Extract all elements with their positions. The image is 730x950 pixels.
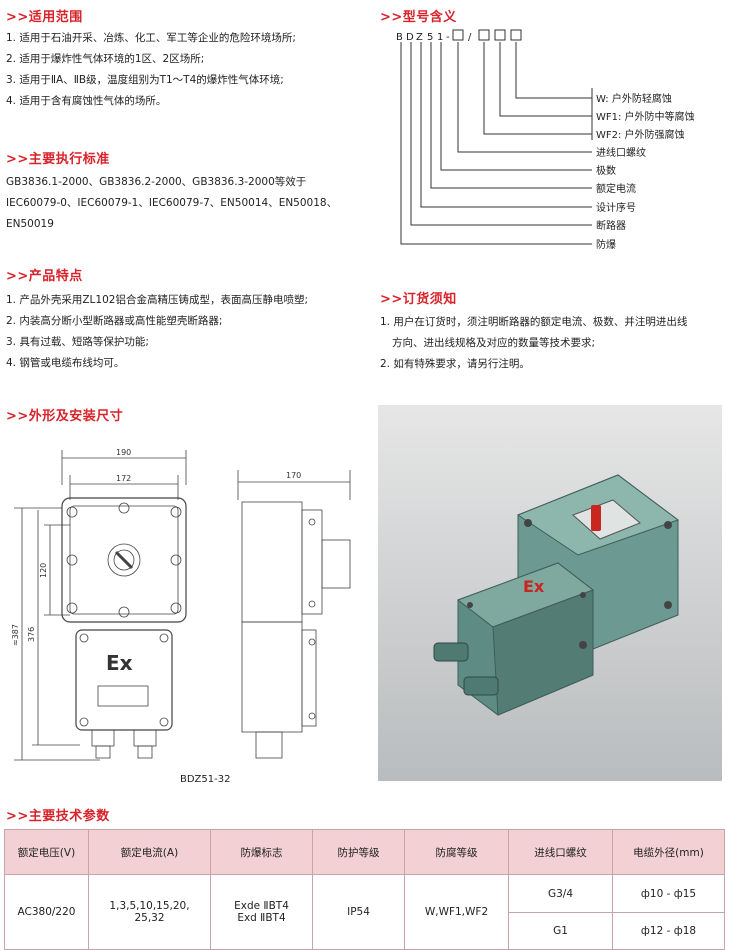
list-item: 2. 适用于爆炸性气体环境的1区、2区场所; bbox=[6, 53, 205, 65]
features-list: 1. 产品外壳采用ZL102铝合金高精压铸成型，表面高压静电喷塑; 2. 内装高… bbox=[6, 290, 308, 374]
marking-cell: Exde ⅡBT4 Exd ⅡBT4 bbox=[210, 874, 313, 950]
ordering-heading: >>订货须知 bbox=[380, 292, 457, 307]
features-heading: >>产品特点 bbox=[6, 269, 83, 284]
column-header: 防护等级 bbox=[312, 829, 405, 875]
thread-cell: G3/4 bbox=[508, 874, 613, 913]
column-header: 电缆外径(mm) bbox=[612, 829, 725, 875]
model-heading: >>型号含义 bbox=[380, 10, 457, 25]
dim-190: 190 bbox=[116, 448, 131, 457]
dim-120: 120 bbox=[39, 563, 48, 578]
current-cell: 1,3,5,10,15,20, 25,32 bbox=[88, 874, 211, 950]
column-header: 防腐等级 bbox=[404, 829, 509, 875]
dim-170: 170 bbox=[286, 471, 301, 480]
cable-cell: ф10 - ф15 bbox=[612, 874, 725, 913]
code-slash: / bbox=[468, 32, 472, 43]
standards-heading: >>主要执行标准 bbox=[6, 152, 110, 167]
corrosion-cell: W,WF1,WF2 bbox=[404, 874, 509, 950]
code-letter: 5 bbox=[427, 32, 433, 43]
standards-line: GB3836.1-2000、GB3836.2-2000、GB3836.3-200… bbox=[6, 176, 307, 188]
scope-list: 1. 适用于石油开采、冶炼、化工、军工等企业的危险环境场所; 2. 适用于爆炸性… bbox=[6, 28, 296, 112]
ordering-line: 1. 用户在订货时，须注明断路器的额定电流、极数、并注明进出线 bbox=[380, 316, 688, 328]
label-design: 设计序号 bbox=[596, 201, 636, 214]
list-item: 1. 产品外壳采用ZL102铝合金高精压铸成型，表面高压静电喷塑; bbox=[6, 294, 308, 306]
column-header: 额定电压(V) bbox=[4, 829, 89, 875]
list-item: 3. 适用于ⅡA、ⅡB级，温度组别为T1～T4的爆炸性气体环境; bbox=[6, 74, 284, 86]
code-letter: Z bbox=[416, 32, 423, 43]
drawing-caption: BDZ51-32 bbox=[180, 774, 230, 785]
standards-line: IEC60079-0、IEC60079-1、IEC60079-7、EN50014… bbox=[6, 197, 338, 209]
list-item: 4. 适用于含有腐蚀性气体的场所。 bbox=[6, 95, 167, 107]
code-letter: D bbox=[406, 32, 414, 43]
table-row: G1 ф12 - ф18 bbox=[5, 912, 725, 950]
standards-text: GB3836.1-2000、GB3836.2-2000、GB3836.3-200… bbox=[6, 172, 337, 235]
label-wf2: WF2: 户外防强腐蚀 bbox=[596, 128, 685, 141]
label-thread: 进线口螺纹 bbox=[596, 146, 646, 159]
voltage-cell: AC380/220 bbox=[4, 874, 89, 950]
scope-heading: >>适用范围 bbox=[6, 10, 83, 25]
ordering-line: 2. 如有特殊要求，请另行注明。 bbox=[380, 358, 530, 370]
list-item: 3. 具有过载、短路等保护功能; bbox=[6, 336, 149, 348]
current-line: 1,3,5,10,15,20, bbox=[109, 900, 190, 912]
thread-cell: G1 bbox=[508, 912, 613, 950]
dimensions-heading: >>外形及安装尺寸 bbox=[6, 409, 124, 424]
standards-line: EN50019 bbox=[6, 218, 54, 230]
dimension-drawing: 190 172 120 ≈387 376 170 Ex BDZ51-32 bbox=[11, 448, 351, 785]
ordering-line: 方向、进出线规格及对应的数量等技术要求; bbox=[392, 337, 596, 349]
product-photo: Ex bbox=[378, 405, 722, 781]
current-line: 25,32 bbox=[134, 912, 165, 924]
list-item: 2. 内装高分断小型断路器或高性能塑壳断路器; bbox=[6, 315, 223, 327]
label-breaker: 断路器 bbox=[596, 219, 626, 232]
specs-table: 额定电压(V) 额定电流(A) 防爆标志 防护等级 防腐等级 进线口螺纹 电缆外… bbox=[4, 829, 725, 950]
label-current: 额定电流 bbox=[596, 182, 636, 195]
label-w: W: 户外防轻腐蚀 bbox=[596, 92, 672, 105]
ordering-text: 1. 用户在订货时，须注明断路器的额定电流、极数、并注明进出线 方向、进出线规格… bbox=[380, 312, 687, 375]
list-item: 1. 适用于石油开采、冶炼、化工、军工等企业的危险环境场所; bbox=[6, 32, 296, 44]
cable-cell: ф12 - ф18 bbox=[612, 912, 725, 950]
table-header-row: 额定电压(V) 额定电流(A) 防爆标志 防护等级 防腐等级 进线口螺纹 电缆外… bbox=[4, 829, 725, 875]
marking-line: Exde ⅡBT4 bbox=[234, 900, 289, 912]
column-header: 进线口螺纹 bbox=[508, 829, 613, 875]
ex-mark: Ex bbox=[106, 651, 133, 675]
photo-ex-mark: Ex bbox=[523, 577, 545, 596]
column-header: 额定电流(A) bbox=[88, 829, 211, 875]
column-header: 防爆标志 bbox=[210, 829, 313, 875]
dim-376: 376 bbox=[27, 627, 36, 642]
label-wf1: WF1: 户外防中等腐蚀 bbox=[596, 110, 695, 123]
code-letter: 1 bbox=[437, 32, 443, 43]
label-poles: 极数 bbox=[596, 164, 616, 177]
label-explosion: 防爆 bbox=[596, 238, 616, 251]
dim-387: ≈387 bbox=[11, 624, 20, 646]
marking-line: Exd ⅡBT4 bbox=[237, 912, 286, 924]
model-code-diagram: B D Z 5 1 - / W: 户外防轻腐蚀 WF1: 户外防中等腐蚀 WF2… bbox=[396, 29, 695, 251]
protection-cell: IP54 bbox=[312, 874, 405, 950]
specs-heading: >>主要技术参数 bbox=[6, 809, 110, 824]
dim-172: 172 bbox=[116, 474, 131, 483]
table-row: AC380/220 1,3,5,10,15,20, 25,32 Exde ⅡBT… bbox=[4, 874, 725, 950]
code-letter: - bbox=[446, 32, 450, 43]
list-item: 4. 钢管或电缆布线均可。 bbox=[6, 357, 125, 369]
code-letter: B bbox=[396, 32, 403, 43]
